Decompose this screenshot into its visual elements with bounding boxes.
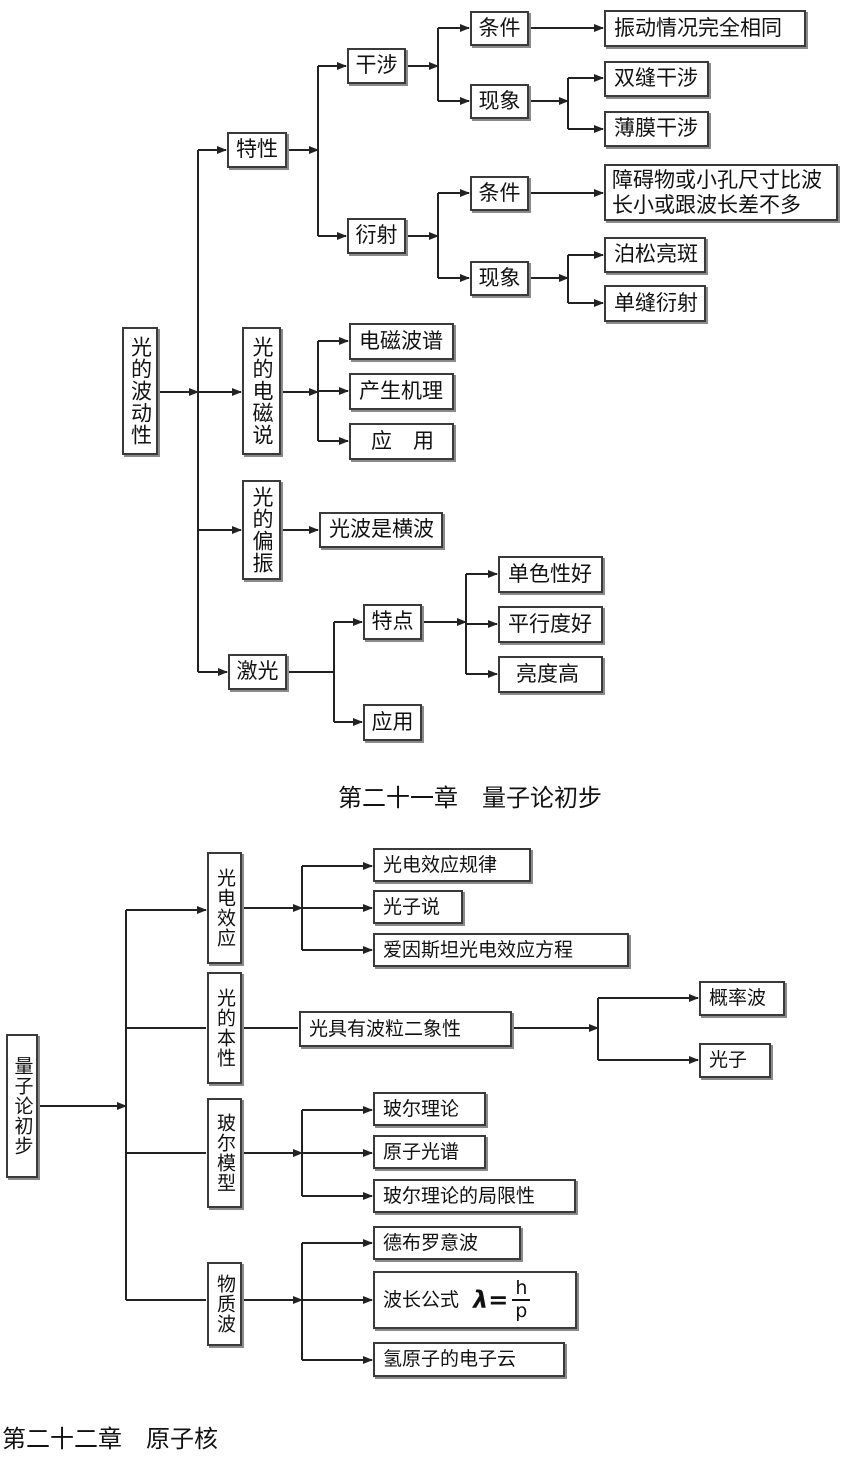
text-probability-wave: 概率波: [699, 981, 785, 1016]
formula-fraction: h p: [512, 1279, 531, 1322]
text-photoelectric-law: 光电效应规律: [373, 848, 531, 882]
node-laser-application: 应用: [363, 704, 422, 741]
node-diffraction: 衍射: [347, 218, 406, 254]
root-wave-nature: 光的波动性: [122, 327, 158, 455]
text-obstacle-size: 障碍物或小孔尺寸比波长小或跟波长差不多: [604, 164, 838, 221]
node-laser: 激光: [228, 654, 287, 690]
de-broglie-formula: λ= h p: [473, 1279, 531, 1322]
text-wavelength-formula: 波长公式 λ= h p: [373, 1271, 577, 1329]
node-em-theory: 光的电磁说: [242, 327, 281, 455]
node-phenomenon-diffraction: 现象: [470, 261, 529, 296]
node-laser-features: 特点: [363, 604, 422, 640]
node-matter-wave: 物质波: [207, 1262, 242, 1346]
formula-numerator: h: [512, 1279, 531, 1301]
text-poisson-spot: 泊松亮斑: [604, 237, 706, 273]
root-quantum-theory: 量子论初步: [6, 1034, 38, 1178]
text-photon-theory: 光子说: [373, 890, 463, 924]
chapter-21-heading: 第二十一章 量子论初步: [338, 784, 602, 812]
formula-denominator: p: [515, 1300, 528, 1322]
text-mechanism: 产生机理: [349, 373, 454, 410]
chapter-22-heading: 第二十二章 原子核: [2, 1425, 218, 1453]
text-em-application: 应 用: [349, 423, 454, 460]
node-bohr-model: 玻尔模型: [207, 1098, 242, 1208]
text-same-vibration: 振动情况完全相同: [604, 10, 806, 47]
node-photoelectric-effect: 光电效应: [207, 852, 242, 964]
node-interference: 干涉: [347, 48, 406, 84]
text-einstein-equation: 爱因斯坦光电效应方程: [373, 933, 629, 967]
text-photon: 光子: [699, 1043, 771, 1078]
node-condition-diffraction: 条件: [470, 176, 529, 211]
text-double-slit: 双缝干涉: [604, 61, 709, 97]
text-monochromatic: 单色性好: [498, 556, 603, 593]
text-bohr-limitations: 玻尔理论的局限性: [373, 1179, 576, 1213]
formula-label: 波长公式: [383, 1288, 460, 1311]
text-electron-cloud: 氢原子的电子云: [373, 1342, 565, 1377]
text-parallelism: 平行度好: [498, 606, 603, 643]
node-condition-interference: 条件: [470, 11, 529, 46]
text-de-broglie-wave: 德布罗意波: [373, 1226, 521, 1260]
node-polarization: 光的偏振: [242, 480, 281, 580]
text-brightness: 亮度高: [498, 656, 603, 693]
text-em-spectrum: 电磁波谱: [349, 323, 454, 360]
text-transverse-wave: 光波是横波: [319, 512, 443, 548]
node-property: 特性: [227, 132, 287, 168]
text-wave-particle-duality: 光具有波粒二象性: [299, 1011, 512, 1047]
text-bohr-theory: 玻尔理论: [373, 1092, 486, 1126]
text-thin-film: 薄膜干涉: [604, 111, 709, 147]
node-phenomenon-interference: 现象: [470, 84, 529, 119]
text-atomic-spectrum: 原子光谱: [373, 1135, 486, 1169]
formula-lambda: λ=: [473, 1285, 509, 1314]
text-single-slit: 单缝衍射: [604, 285, 706, 322]
node-nature-of-light: 光的本性: [207, 972, 242, 1084]
